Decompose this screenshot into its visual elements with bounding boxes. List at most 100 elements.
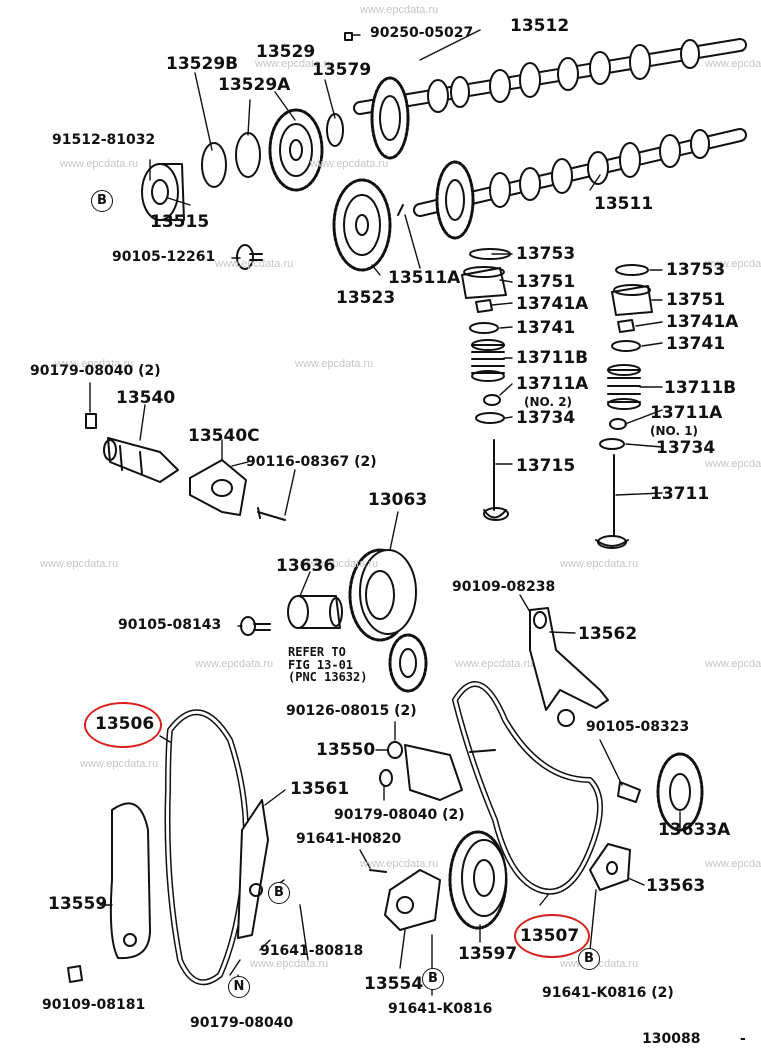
callout-13741a-right[interactable]: 13741A xyxy=(666,312,739,332)
callout-13562[interactable]: 13562 xyxy=(578,624,638,644)
callout-13529[interactable]: 13529 xyxy=(256,42,316,62)
callout-13751-right[interactable]: 13751 xyxy=(666,290,726,310)
callout-90116-08367[interactable]: 90116-08367 (2) xyxy=(246,454,377,470)
reference-marker-b: B xyxy=(578,948,600,970)
watermark: www.epcdata.ru xyxy=(60,158,139,170)
callout-13741-right[interactable]: 13741 xyxy=(666,334,726,354)
reference-marker-n: N xyxy=(228,976,250,998)
callout-13559[interactable]: 13559 xyxy=(48,894,108,914)
watermark: www.epcdata.ru xyxy=(80,758,159,770)
callout-13529b[interactable]: 13529B xyxy=(166,54,239,74)
gear-13063 xyxy=(348,548,417,642)
callout-13711b-left[interactable]: 13711B xyxy=(516,348,589,368)
reference-marker-b: B xyxy=(91,190,113,212)
tensioner-13563 xyxy=(589,843,631,891)
callout-13579[interactable]: 13579 xyxy=(312,60,372,80)
callout-90105-12261[interactable]: 90105-12261 xyxy=(112,249,216,265)
callout-90179-08040[interactable]: 90179-08040 xyxy=(190,1015,294,1031)
callout-13734-left[interactable]: 13734 xyxy=(516,408,576,428)
callout-13550[interactable]: 13550 xyxy=(316,740,376,760)
refer-note-line3: (PNC 13632) xyxy=(288,670,368,685)
callout-13554[interactable]: 13554 xyxy=(364,974,424,994)
callout-90250-05027[interactable]: 90250-05027 xyxy=(370,25,474,41)
callout-13561[interactable]: 13561 xyxy=(290,779,350,799)
callout-91641-80818[interactable]: 91641-80818 xyxy=(260,943,364,959)
gear-13515 xyxy=(141,163,185,221)
watermark: www.epcdata.ru xyxy=(705,458,761,470)
callout-13540c[interactable]: 13540C xyxy=(188,426,260,446)
callout-13734-right[interactable]: 13734 xyxy=(656,438,716,458)
callout-13063[interactable]: 13063 xyxy=(368,490,428,510)
callout-13633a[interactable]: 13633A xyxy=(658,820,731,840)
callout-13636[interactable]: 13636 xyxy=(276,556,336,576)
sprocket-13597 xyxy=(448,830,508,930)
callout-13512[interactable]: 13512 xyxy=(510,16,570,36)
callout-91641-k0816-2[interactable]: 91641-K0816 (2) xyxy=(542,985,674,1001)
callout-13597[interactable]: 13597 xyxy=(458,944,518,964)
callout-13715[interactable]: 13715 xyxy=(516,456,576,476)
callout-13753-left[interactable]: 13753 xyxy=(516,244,576,264)
callout-91641-h0820[interactable]: 91641-H0820 xyxy=(296,831,402,847)
watermark: www.epcdata.ru xyxy=(40,558,119,570)
watermark: www.epcdata.ru xyxy=(295,358,374,370)
callout-90105-08323[interactable]: 90105-08323 xyxy=(586,719,690,735)
callout-91641-k0816[interactable]: 91641-K0816 xyxy=(388,1001,493,1017)
callout-90179-08040-2b[interactable]: 90179-08040 (2) xyxy=(334,807,465,823)
watermark: www.epcdata.ru xyxy=(705,258,761,270)
reference-marker-b: B xyxy=(422,968,444,990)
reference-marker-b: B xyxy=(268,882,290,904)
gear-lower-13063 xyxy=(388,633,428,693)
callout-91512-81032[interactable]: 91512-81032 xyxy=(52,132,156,148)
callout-13711a-right[interactable]: 13711A xyxy=(650,403,723,423)
callout-13711b-right[interactable]: 13711B xyxy=(664,378,737,398)
callout-13751-left[interactable]: 13751 xyxy=(516,272,576,292)
figure-number: 130088 xyxy=(642,1031,701,1047)
chain-13507 xyxy=(452,681,603,895)
callout-90126-08015[interactable]: 90126-08015 (2) xyxy=(286,703,417,719)
guide-13559 xyxy=(109,802,151,960)
sprocket-13523 xyxy=(332,178,392,272)
callout-13523[interactable]: 13523 xyxy=(336,288,396,308)
callout-13711[interactable]: 13711 xyxy=(650,484,710,504)
watermark: www.epcdata.ru xyxy=(255,58,334,70)
watermark: www.epcdata.ru xyxy=(195,658,274,670)
callout-no2: (NO. 2) xyxy=(524,395,573,409)
watermark: www.epcdata.ru xyxy=(705,58,761,70)
idler-13633a xyxy=(617,752,704,832)
refer-note-line2: FIG 13-01 xyxy=(288,657,354,672)
callout-13529a[interactable]: 13529A xyxy=(218,75,291,95)
chain-13506 xyxy=(164,709,249,986)
callout-90109-08181[interactable]: 90109-08181 xyxy=(42,997,146,1013)
callout-13753-right[interactable]: 13753 xyxy=(666,260,726,280)
valve-train-left xyxy=(461,248,511,521)
callout-90109-08238[interactable]: 90109-08238 xyxy=(452,579,556,595)
watermark: www.epcdata.ru xyxy=(705,658,761,670)
watermark: www.epcdata.ru xyxy=(215,258,294,270)
bolt-90105-08143 xyxy=(240,616,271,636)
callout-13540[interactable]: 13540 xyxy=(116,388,176,408)
callout-13741-left[interactable]: 13741 xyxy=(516,318,576,338)
callout-13511a[interactable]: 13511A xyxy=(388,268,461,288)
callout-13511[interactable]: 13511 xyxy=(594,194,654,214)
watermark: www.epcdata.ru xyxy=(360,4,439,16)
figure-suffix: - xyxy=(740,1031,746,1047)
bolt-90105-12261 xyxy=(236,244,263,270)
bracket-13540c xyxy=(189,459,286,521)
callout-13515[interactable]: 13515 xyxy=(150,212,210,232)
bolt-90109-08181 xyxy=(67,965,83,983)
camshaft-13512 xyxy=(353,38,747,160)
callout-13741a-left[interactable]: 13741A xyxy=(516,294,589,314)
callout-90105-08143[interactable]: 90105-08143 xyxy=(118,617,222,633)
callout-13563[interactable]: 13563 xyxy=(646,876,706,896)
guide-13562 xyxy=(529,607,609,727)
highlight-ring-13507 xyxy=(514,914,590,958)
bracket-13554 xyxy=(384,869,441,931)
watermark: www.epcdata.ru xyxy=(560,558,639,570)
callout-90179-08040-2[interactable]: 90179-08040 (2) xyxy=(30,363,161,379)
callout-13711a-left[interactable]: 13711A xyxy=(516,374,589,394)
refer-note: REFER TO FIG 13-01 (PNC 13632) xyxy=(288,646,367,684)
watermark: www.epcdata.ru xyxy=(310,158,389,170)
pin-13511a xyxy=(397,204,404,216)
